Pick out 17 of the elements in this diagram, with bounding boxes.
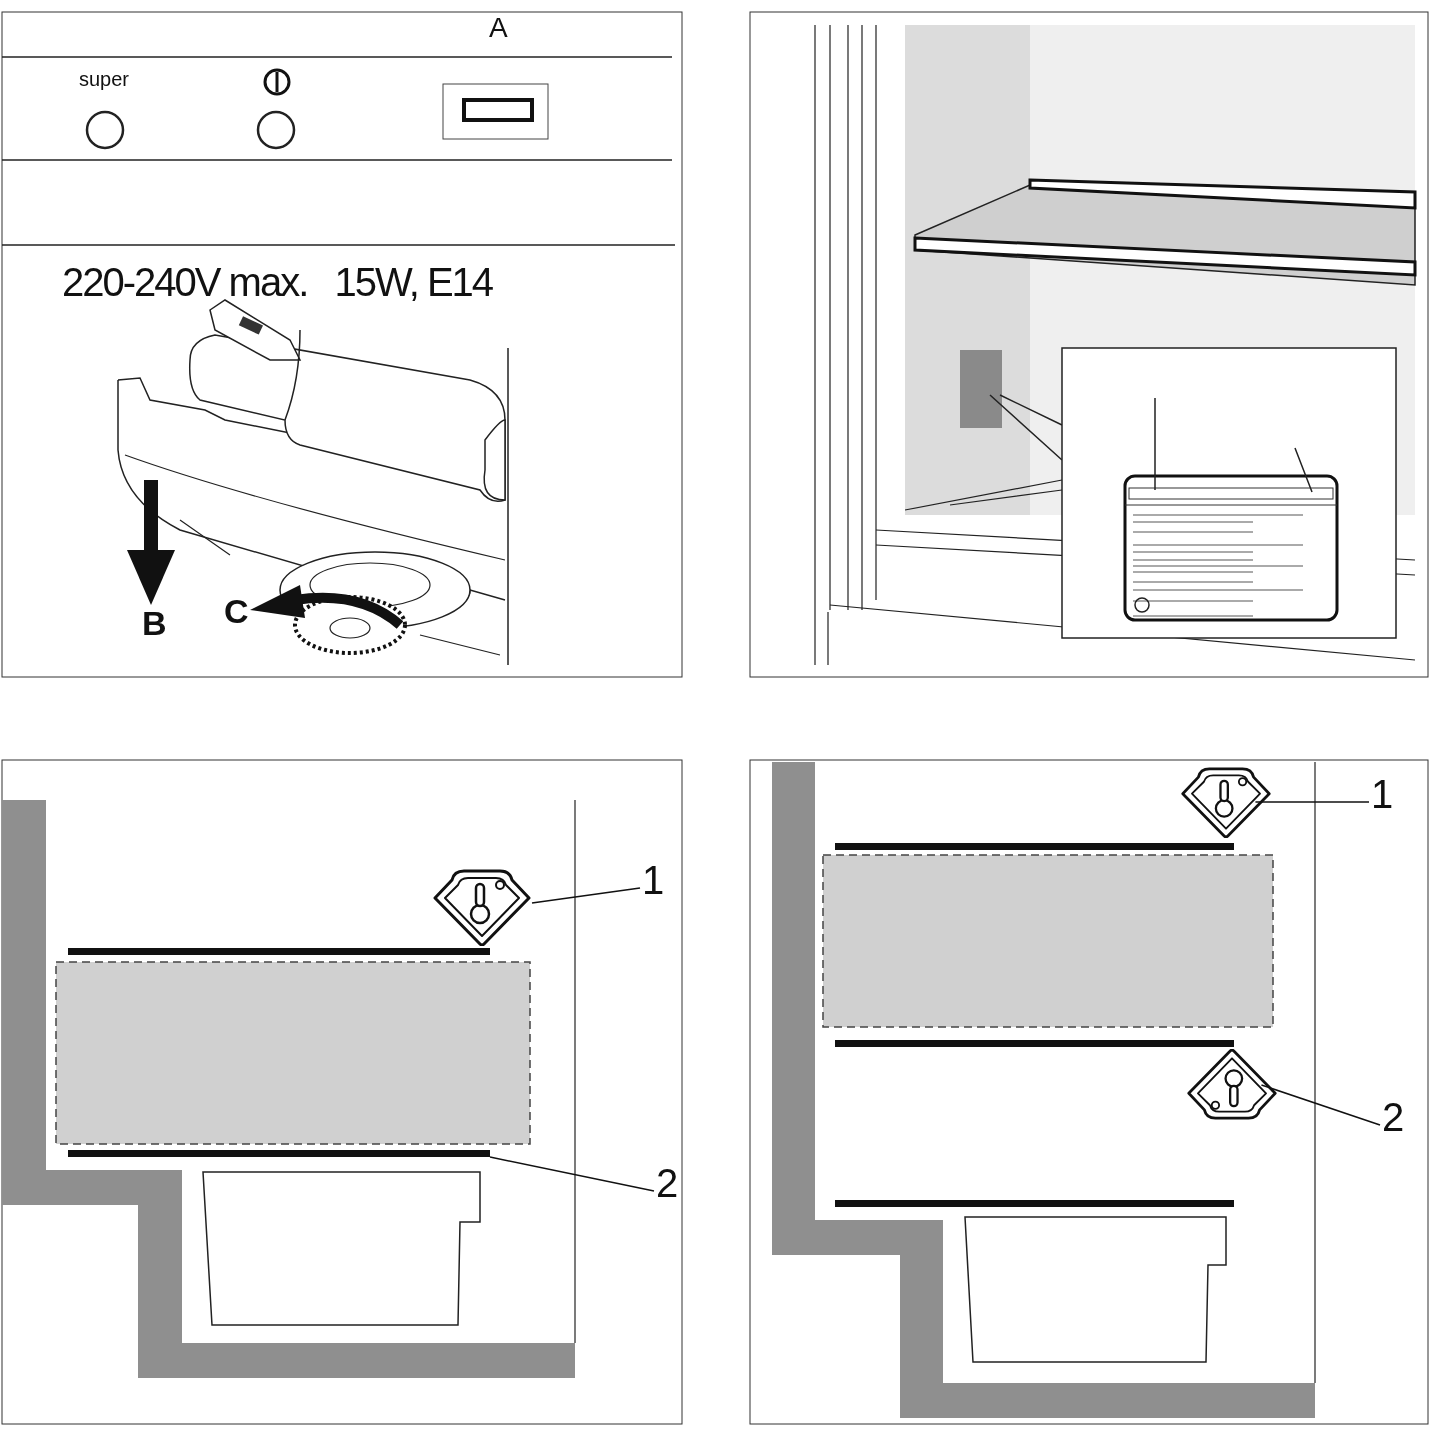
bracket-icon <box>1186 1049 1278 1121</box>
bracket-icon <box>1180 766 1272 838</box>
bracket-icon <box>432 868 532 946</box>
leader-line <box>1260 1084 1381 1126</box>
rating-text: 220-240V max. 15W, E14 <box>62 262 493 302</box>
callout-letter: B <box>142 606 167 640</box>
callout-letter: C <box>224 594 249 628</box>
callout-number: 1 <box>642 860 665 900</box>
shelf-rail <box>68 1150 490 1157</box>
leader-line <box>1254 801 1370 803</box>
leader-line <box>531 887 641 904</box>
callout-number: 2 <box>1382 1097 1405 1137</box>
callout-letter: A <box>489 14 508 42</box>
callout-number: 2 <box>656 1163 679 1203</box>
leader-line <box>489 1156 655 1192</box>
callout-number: 1 <box>1371 774 1394 814</box>
button-label: super <box>79 69 130 89</box>
